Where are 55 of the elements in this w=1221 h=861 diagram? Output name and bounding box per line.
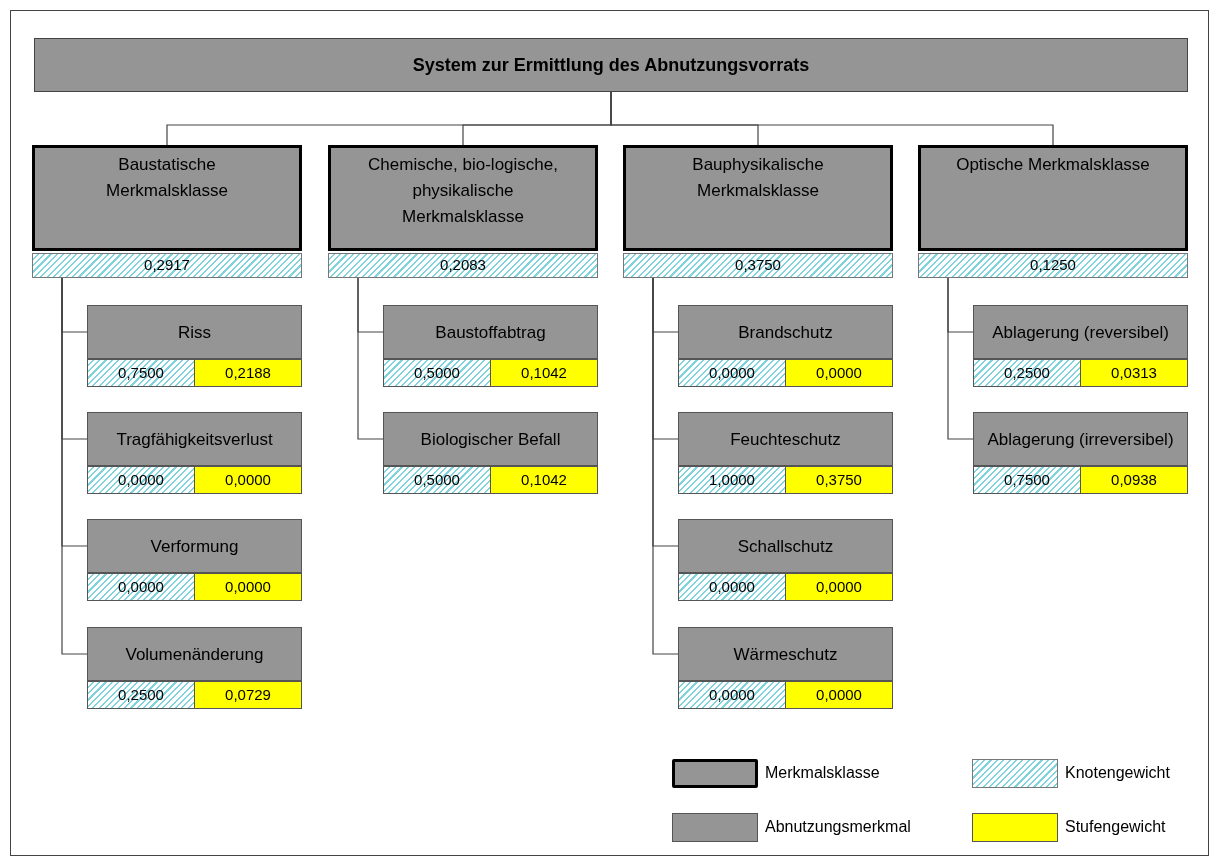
legend-label: Stufengewicht xyxy=(1065,817,1166,837)
feature-name: Ablagerung (irreversibel) xyxy=(987,428,1174,450)
title-box xyxy=(34,38,1188,92)
feature-name: Wärmeschutz xyxy=(733,643,838,665)
legend-label: Abnutzungsmerkmal xyxy=(765,817,911,837)
node-weight: 0,0000 xyxy=(87,573,195,601)
node-label: System zur Ermittlung des Abnutzungsvorrats xyxy=(412,54,810,76)
feature-name: Riss xyxy=(177,321,212,343)
feature-name: Brandschutz xyxy=(738,321,833,343)
node-weight: 0,7500 xyxy=(973,466,1081,494)
feature-name: Baustoffabtrag xyxy=(435,321,546,343)
node-weight: 0,7500 xyxy=(87,359,195,387)
class-name: Baustatische Merkmalsklasse xyxy=(105,154,229,202)
connector-line xyxy=(357,277,384,440)
level-weight: 0,0729 xyxy=(194,681,302,709)
node-weight: 0,2917 xyxy=(32,253,302,278)
level-weight: 0,0313 xyxy=(1080,359,1188,387)
level-weight: 0,0938 xyxy=(1080,466,1188,494)
node-weight: 0,1250 xyxy=(918,253,1188,278)
feature-name: Biologischer Befall xyxy=(420,428,561,450)
node-weight: 0,3750 xyxy=(623,253,893,278)
node-weight: 0,2500 xyxy=(973,359,1081,387)
node-weight: 0,0000 xyxy=(87,466,195,494)
level-weight: 0,3750 xyxy=(785,466,893,494)
legend-label: Merkmalsklasse xyxy=(765,763,880,783)
feature-name: Verformung xyxy=(150,535,239,557)
level-weight: 0,0000 xyxy=(785,359,893,387)
level-weight: 0,0000 xyxy=(194,573,302,601)
node-weight: 0,2500 xyxy=(87,681,195,709)
feature-name: Volumenänderung xyxy=(125,643,264,665)
node-weight: 0,2083 xyxy=(328,253,598,278)
level-weight: 0,1042 xyxy=(490,359,598,387)
node-weight: 0,0000 xyxy=(678,681,786,709)
feature-name: Ablagerung (reversibel) xyxy=(992,321,1169,343)
level-weight: 0,1042 xyxy=(490,466,598,494)
node-weight: 1,0000 xyxy=(678,466,786,494)
node-weight: 0,0000 xyxy=(678,573,786,601)
level-weight: 0,0000 xyxy=(785,573,893,601)
class-name: Bauphysikalische Merkmalsklasse xyxy=(691,154,825,202)
feature-name: Tragfähigkeitsverlust xyxy=(116,428,273,450)
legend-label: Knotengewicht xyxy=(1065,763,1170,783)
level-weight: 0,0000 xyxy=(785,681,893,709)
connector-line xyxy=(610,91,1054,146)
node-weight: 0,0000 xyxy=(678,359,786,387)
class-name: Optische Merkmalsklasse xyxy=(956,154,1150,176)
feature-name: Feuchteschutz xyxy=(730,428,841,450)
node-weight: 0,5000 xyxy=(383,359,491,387)
class-name: Chemische, bio-logische, physikalische Merkmalsklasse xyxy=(367,154,559,228)
level-weight: 0,0000 xyxy=(194,466,302,494)
feature-name: Schallschutz xyxy=(737,535,834,557)
connector-line xyxy=(61,277,88,655)
connector-line xyxy=(947,277,974,440)
node-weight: 0,5000 xyxy=(383,466,491,494)
connector-line xyxy=(652,277,679,655)
level-weight: 0,2188 xyxy=(194,359,302,387)
